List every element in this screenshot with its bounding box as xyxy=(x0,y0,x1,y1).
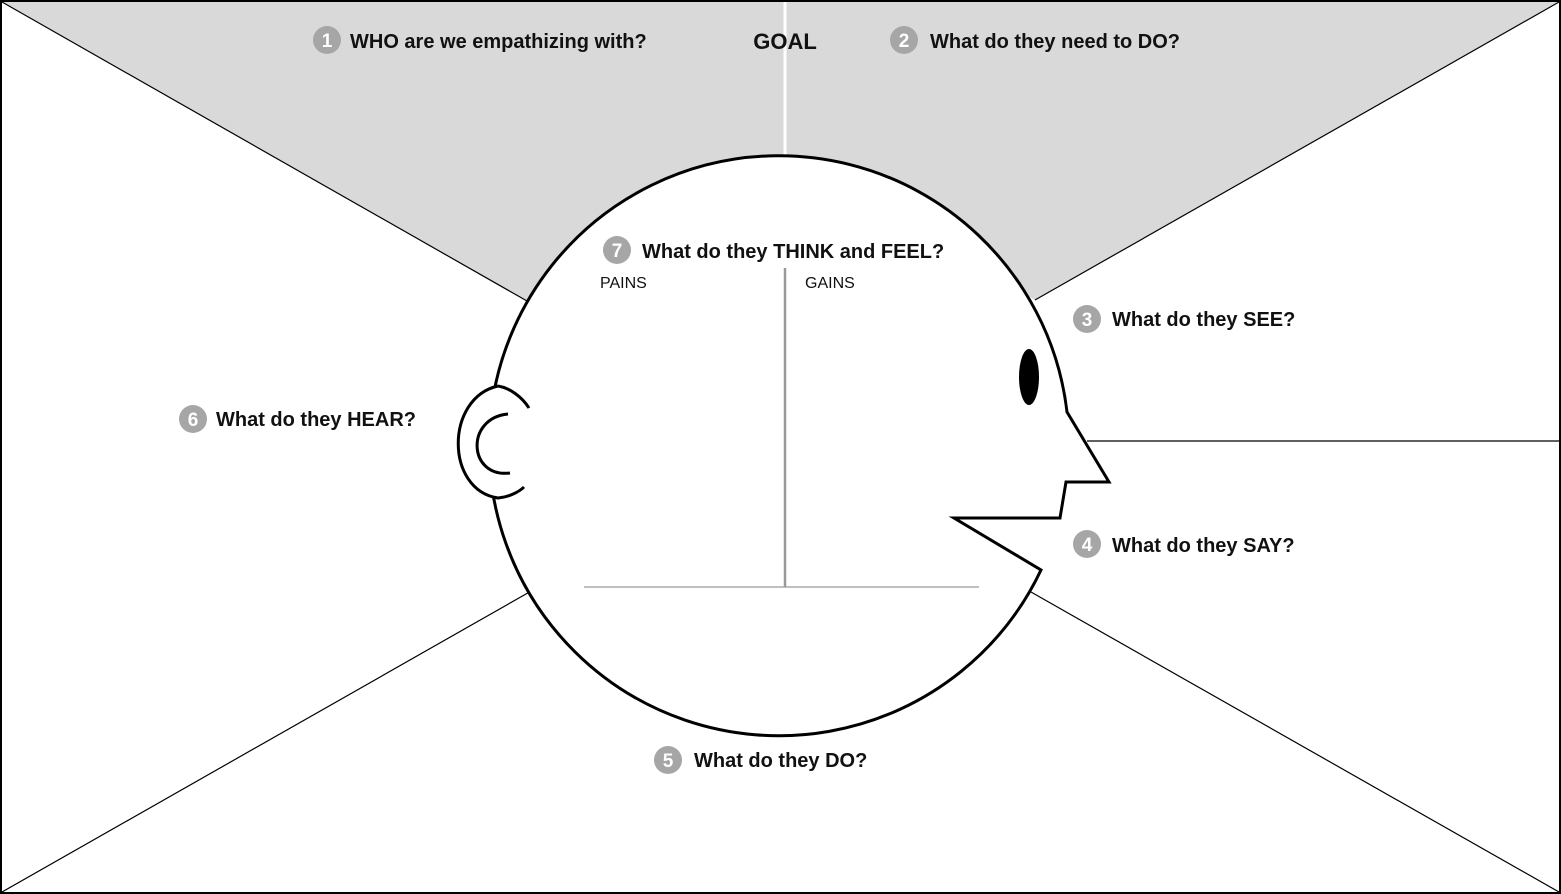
top-region xyxy=(2,2,1559,301)
eye-icon xyxy=(1019,349,1039,405)
badge-4 xyxy=(1073,530,1101,558)
pains-label: PAINS xyxy=(600,275,647,292)
badge-5 xyxy=(654,746,682,774)
badge-3 xyxy=(1073,305,1101,333)
badge-4-number: 4 xyxy=(1082,535,1093,556)
question-say: What do they SAY? xyxy=(1112,535,1295,557)
badge-1 xyxy=(313,26,341,54)
badge-5-number: 5 xyxy=(663,751,674,772)
badge-2 xyxy=(890,26,918,54)
question-hear: What do they HEAR? xyxy=(216,409,416,431)
badge-7-number: 7 xyxy=(612,241,623,262)
badge-7 xyxy=(603,236,631,264)
badge-6 xyxy=(179,405,207,433)
badge-6-number: 6 xyxy=(188,410,199,431)
gains-label: GAINS xyxy=(805,275,855,292)
divider-bottom-right xyxy=(1030,591,1560,893)
question-see: What do they SEE? xyxy=(1112,309,1295,331)
goal-box xyxy=(708,22,858,62)
divider-top-right xyxy=(1034,1,1560,301)
goal-label: GOAL xyxy=(753,29,817,54)
question-who: WHO are we empathizing with? xyxy=(350,31,647,53)
question-do: What do they DO? xyxy=(694,750,867,772)
ear-inner-icon xyxy=(497,384,531,409)
badge-3-number: 3 xyxy=(1082,310,1093,331)
badge-1-number: 1 xyxy=(322,31,333,52)
divider-top-left xyxy=(1,1,528,302)
ear-icon xyxy=(456,384,526,500)
question-think-feel: What do they THINK and FEEL? xyxy=(642,241,944,263)
divider-bottom-left xyxy=(1,589,534,893)
question-need-to-do: What do they need to DO? xyxy=(930,31,1180,53)
ear-canal-icon xyxy=(475,412,511,475)
badge-2-number: 2 xyxy=(899,31,910,52)
